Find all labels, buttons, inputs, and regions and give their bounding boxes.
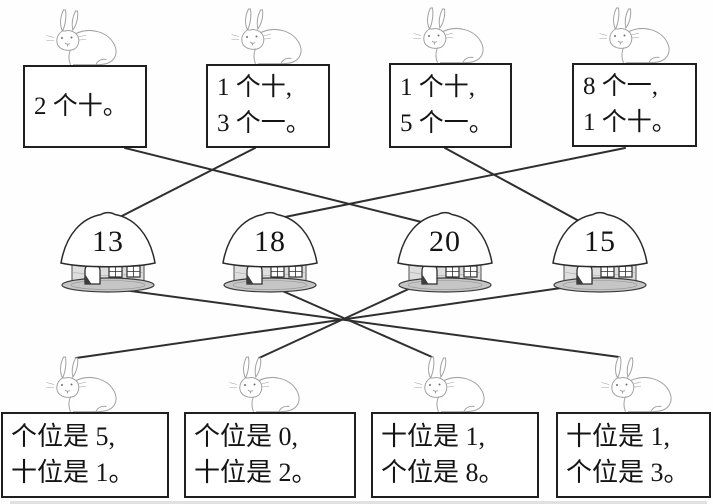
rabbit-icon (229, 356, 300, 413)
match-line (124, 147, 431, 225)
house-number-13: 13 (92, 225, 124, 258)
match-line (444, 147, 586, 225)
card-line-1: 十位是 1, (566, 422, 671, 451)
card-line-1: 1 个十, (217, 74, 293, 101)
house-number-20: 20 (429, 225, 461, 258)
card-line-1: 个位是 0, (194, 422, 299, 451)
house-icon (222, 211, 318, 293)
rabbit-icon (46, 356, 117, 413)
match-line (115, 288, 620, 358)
card-line-1: 8 个一, (583, 73, 659, 100)
card-line-2: 十位是 2。 (194, 458, 318, 487)
card-line-2: 3 个一。 (217, 110, 311, 137)
top-card-2: 1 个十, 3 个一。 (206, 64, 330, 148)
card-line-1: 2 个十。 (34, 92, 128, 120)
card-line-2: 十位是 1。 (11, 458, 135, 487)
house-icon (397, 211, 493, 293)
card-line-1: 1 个十, (400, 73, 476, 101)
rabbit-icon (599, 7, 670, 64)
rabbit-icon (414, 356, 485, 413)
house-number-15: 15 (584, 225, 616, 258)
card-line-2: 个位是 8。 (381, 458, 505, 487)
card-line-2: 5 个一。 (400, 109, 494, 137)
match-line (117, 147, 256, 219)
card-line-2: 1 个十。 (583, 109, 677, 136)
rabbit-icon (231, 8, 302, 65)
match-line (279, 147, 626, 219)
match-line (75, 286, 569, 359)
top-card-1: 2 个十。 (23, 65, 147, 148)
rabbit-icon (601, 356, 672, 413)
house-icon (60, 211, 156, 293)
scan-artifact (10, 501, 707, 504)
house-icon (552, 211, 648, 293)
bottom-card-4: 十位是 1, 个位是 3。 (556, 412, 711, 498)
match-line (258, 286, 414, 359)
rabbit-icon (413, 7, 484, 64)
bottom-card-1: 个位是 5, 十位是 1。 (1, 412, 169, 498)
top-card-3: 1 个十, 5 个一。 (389, 63, 512, 148)
bottom-card-2: 个位是 0, 十位是 2。 (184, 412, 356, 498)
top-card-4: 8 个一, 1 个十。 (572, 63, 697, 147)
card-line-1: 十位是 1, (381, 422, 486, 451)
card-line-2: 个位是 3。 (566, 458, 690, 487)
bottom-card-3: 十位是 1, 个位是 8。 (371, 412, 539, 498)
house-number-18: 18 (254, 225, 286, 258)
rabbit-icon (46, 9, 117, 66)
card-line-1: 个位是 5, (11, 422, 116, 451)
match-line (277, 288, 433, 358)
